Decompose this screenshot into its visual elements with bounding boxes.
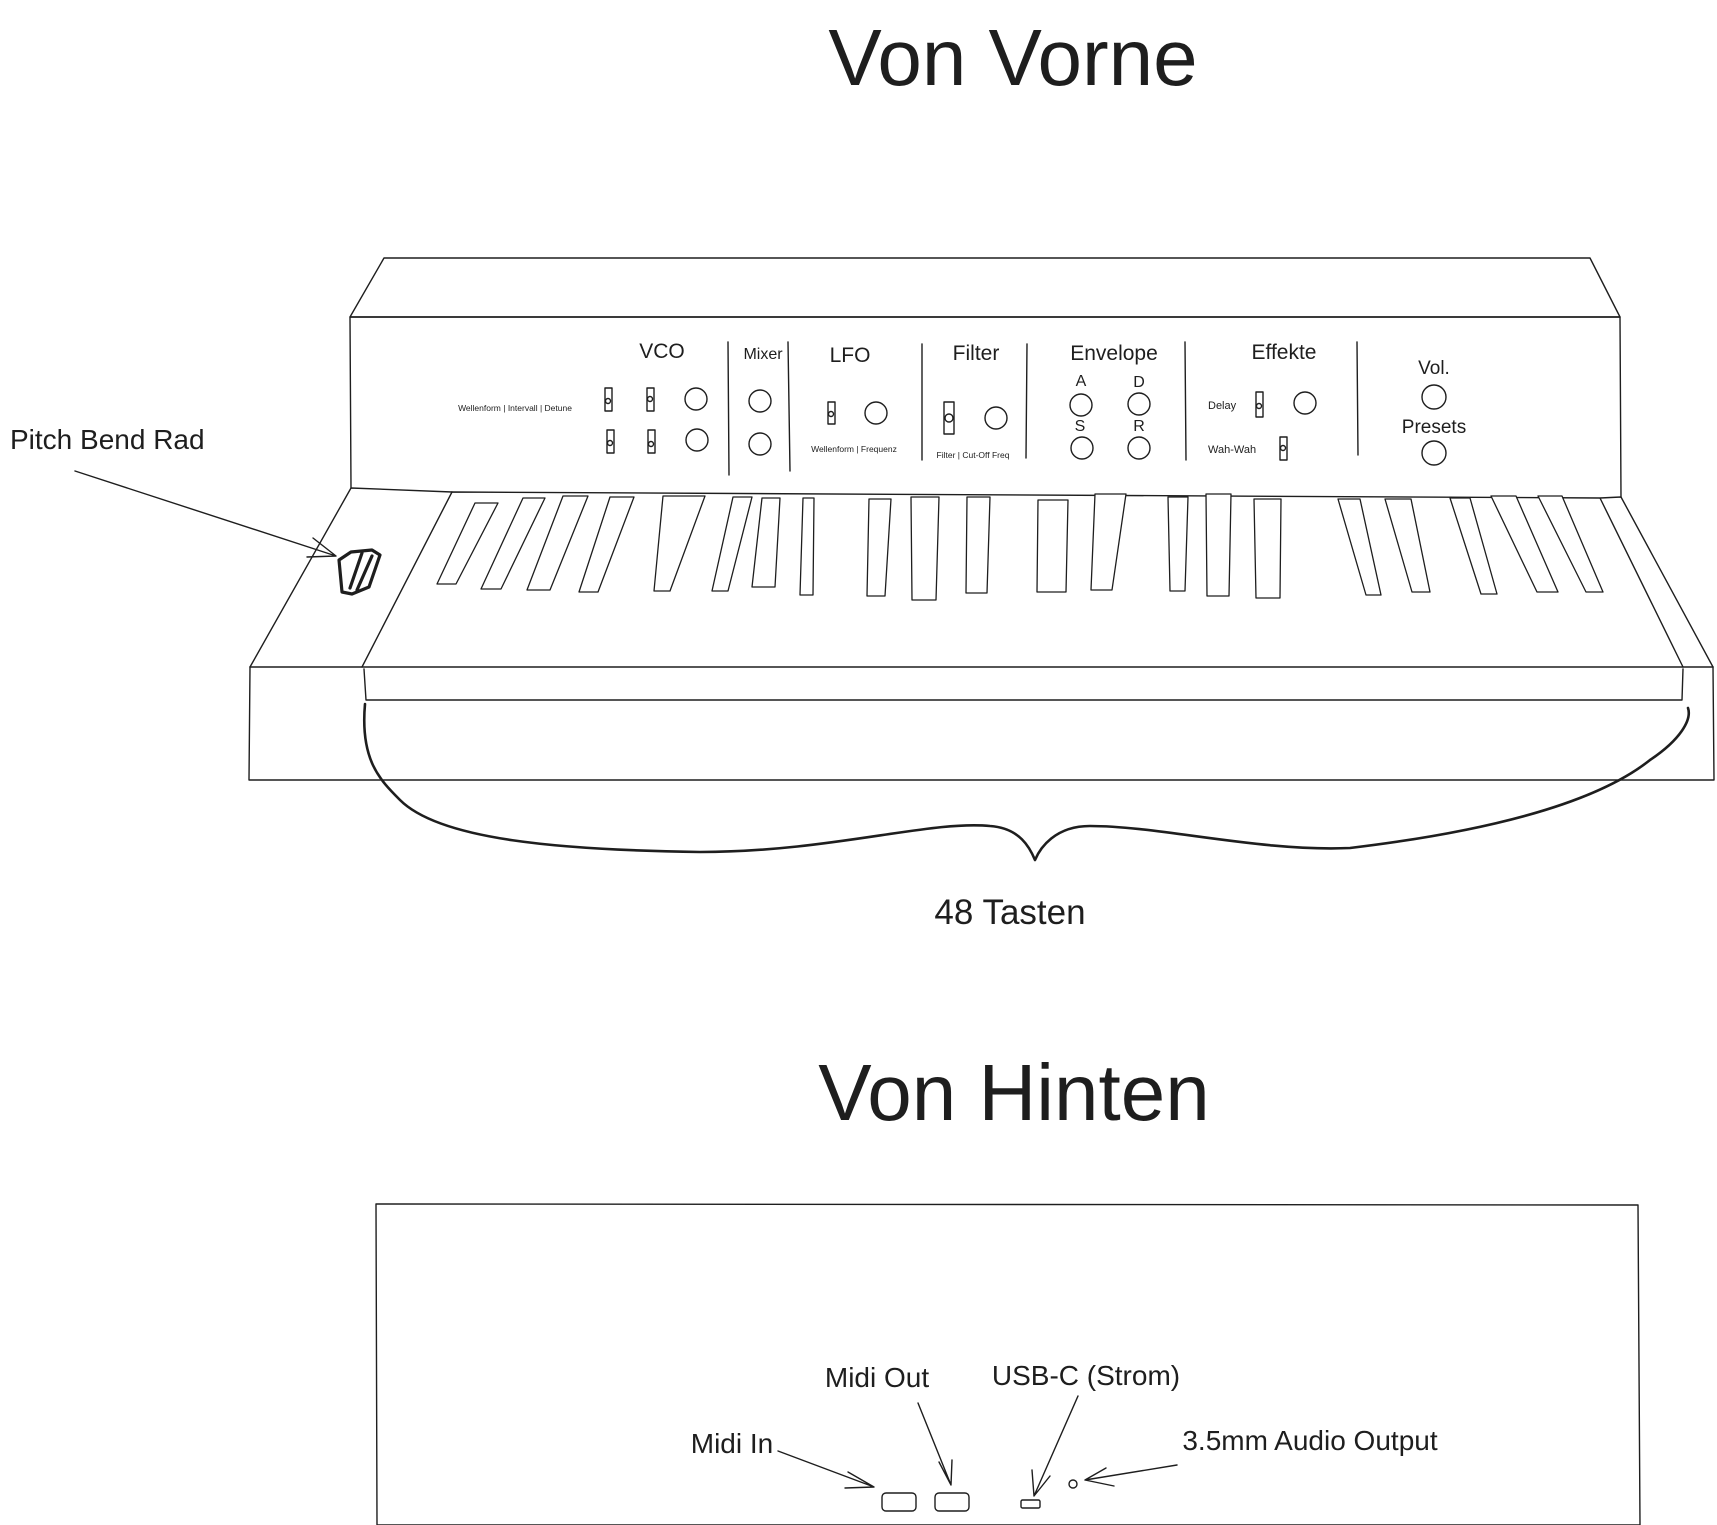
presets-label: Presets	[1402, 417, 1466, 438]
mixer-knob-2[interactable]	[748, 432, 772, 456]
midi-out-arrow	[917, 1402, 953, 1486]
vco-switch-3[interactable]	[606, 429, 615, 454]
top-lid	[349, 257, 1621, 318]
divider-mixer-lfo	[787, 341, 791, 472]
key-bed	[361, 491, 1714, 668]
front-view-title: Von Vorne	[828, 13, 1197, 102]
decay-knob[interactable]	[1127, 392, 1151, 416]
delay-switch[interactable]	[1255, 391, 1264, 418]
synthesizer-back-view: Midi In Midi Out USB-C (Strom) 3.5mm Aud…	[375, 1203, 1641, 1525]
envelope-s-label: S	[1075, 418, 1086, 435]
vco-switch-1[interactable]	[604, 387, 613, 412]
volume-label: Vol.	[1418, 358, 1450, 379]
keyboard-key[interactable]	[1449, 497, 1498, 595]
delay-knob[interactable]	[1293, 391, 1317, 415]
keyboard-key[interactable]	[1253, 498, 1282, 599]
midi-in-label: Midi In	[691, 1428, 773, 1459]
vco-sub-label: Wellenform | Intervall | Detune	[458, 403, 572, 413]
keyboard-key[interactable]	[1537, 495, 1604, 593]
vco-switch-2[interactable]	[646, 387, 655, 412]
keyboard-key[interactable]	[711, 496, 753, 592]
envelope-a-label: A	[1076, 373, 1087, 390]
keyboard-key[interactable]	[1205, 493, 1232, 597]
audio-output-jack[interactable]	[1068, 1479, 1078, 1489]
lfo-section-title: LFO	[830, 344, 871, 367]
presets-knob[interactable]	[1421, 440, 1447, 466]
keyboard-key[interactable]	[1337, 498, 1382, 596]
audio-output-label: 3.5mm Audio Output	[1182, 1425, 1437, 1456]
keyboard-key[interactable]	[799, 497, 815, 596]
midi-in-port[interactable]	[881, 1492, 917, 1512]
lfo-sub-label: Wellenform | Frequenz	[811, 444, 897, 454]
front-base	[248, 666, 1715, 781]
filter-switch[interactable]	[943, 401, 955, 435]
wahwah-label: Wah-Wah	[1208, 444, 1256, 456]
pitch-bend-arrow	[74, 470, 337, 558]
keyboard-key[interactable]	[866, 498, 892, 597]
keyboard-key[interactable]	[751, 497, 781, 588]
attack-knob[interactable]	[1069, 393, 1093, 417]
usb-c-arrow	[1031, 1395, 1079, 1497]
keyboard-key[interactable]	[910, 496, 940, 601]
vco-section-title: VCO	[639, 340, 685, 363]
pitch-bend-label: Pitch Bend Rad	[10, 424, 205, 455]
keyboard-key[interactable]	[1167, 496, 1189, 592]
filter-sub-label: Filter | Cut-Off Freq	[937, 450, 1010, 460]
keys-count-label: 48 Tasten	[934, 893, 1085, 932]
keyboard-key[interactable]	[965, 496, 991, 594]
keyboard-key[interactable]	[526, 495, 589, 591]
keyboard-key[interactable]	[436, 502, 499, 585]
divider-envelope-effekte	[1184, 341, 1187, 461]
release-knob[interactable]	[1127, 436, 1151, 460]
vco-switch-4[interactable]	[647, 429, 656, 454]
lfo-switch[interactable]	[827, 401, 836, 425]
vco-knob-1[interactable]	[684, 387, 708, 411]
mixer-knob-1[interactable]	[748, 389, 772, 413]
keyboard-key[interactable]	[1490, 495, 1559, 593]
filter-section-title: Filter	[953, 342, 1000, 365]
keyboard-key[interactable]	[1036, 499, 1069, 593]
divider-vco-mixer	[727, 341, 730, 476]
lfo-knob[interactable]	[864, 401, 888, 425]
keyboard-key[interactable]	[1090, 493, 1127, 591]
synthesizer-front-view: Pitch Bend Rad VCO Wellenform | Interval…	[10, 257, 1715, 932]
delay-label: Delay	[1208, 400, 1237, 412]
envelope-d-label: D	[1133, 374, 1145, 391]
keyboard-key[interactable]	[1384, 498, 1431, 593]
wahwah-switch[interactable]	[1279, 436, 1288, 461]
keyboard-keys	[436, 493, 1604, 601]
divider-effekte-vol	[1356, 341, 1359, 456]
filter-cutoff-knob[interactable]	[984, 406, 1008, 430]
left-cheek	[249, 487, 453, 668]
control-panel	[349, 316, 1622, 498]
keyboard-key[interactable]	[653, 495, 706, 592]
keyboard-key[interactable]	[578, 496, 635, 593]
keyboard-key[interactable]	[480, 497, 546, 590]
midi-in-arrow	[777, 1450, 875, 1489]
mixer-section-title: Mixer	[743, 346, 783, 363]
vco-knob-2[interactable]	[685, 428, 709, 452]
front-rail-inner	[363, 668, 1684, 701]
sustain-knob[interactable]	[1070, 436, 1094, 460]
envelope-section-title: Envelope	[1070, 342, 1158, 365]
keys-brace	[362, 702, 1691, 862]
effekte-section-title: Effekte	[1252, 341, 1317, 364]
midi-out-label: Midi Out	[825, 1362, 929, 1393]
back-view-title: Von Hinten	[818, 1048, 1209, 1137]
divider-filter-envelope	[1025, 343, 1028, 459]
usb-c-label: USB-C (Strom)	[992, 1360, 1180, 1391]
midi-out-port[interactable]	[934, 1492, 970, 1512]
back-panel	[375, 1203, 1641, 1525]
audio-output-arrow	[1084, 1464, 1178, 1487]
volume-knob[interactable]	[1421, 384, 1447, 410]
usb-c-port[interactable]	[1020, 1499, 1041, 1509]
pitch-bend-wheel[interactable]	[337, 548, 382, 596]
envelope-r-label: R	[1133, 418, 1145, 435]
